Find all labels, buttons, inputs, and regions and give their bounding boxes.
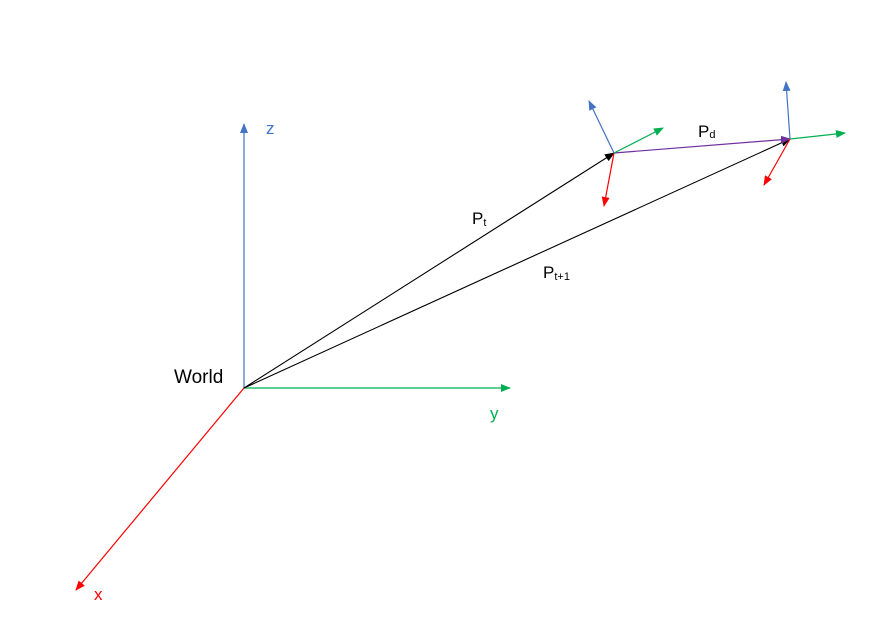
pd-vector (613, 135, 791, 154)
frame-t1 (763, 81, 846, 186)
world-x-axis (75, 387, 245, 591)
x-axis-label: x (94, 585, 103, 604)
z-axis-label: z (266, 119, 275, 138)
pd-label-sub: d (709, 129, 715, 141)
frame-t1-y-axis (789, 129, 846, 140)
world-label: World (174, 367, 223, 388)
pt-label-sub: t (483, 217, 486, 229)
frame-t (588, 100, 664, 207)
pt1-label: Pt+1 (543, 263, 570, 283)
frame-t-z-axis (588, 100, 615, 154)
pt1-vector (243, 138, 791, 389)
y-axis-label: y (490, 404, 499, 423)
frame-t1-x-axis (763, 138, 791, 186)
pt1-label-main: P (543, 263, 554, 282)
pt-vector (243, 152, 615, 389)
frame-t-x-axis (601, 152, 615, 207)
pt1-label-sub: t+1 (554, 271, 570, 283)
pd-label: Pd (698, 122, 715, 141)
pt-label-main: P (472, 209, 483, 228)
frame-t-y-axis (613, 127, 664, 154)
world-frame (75, 123, 511, 591)
pd-label-main: P (698, 122, 709, 141)
frame-t1-z-axis (782, 81, 791, 140)
pt-label: Pt (472, 209, 486, 229)
